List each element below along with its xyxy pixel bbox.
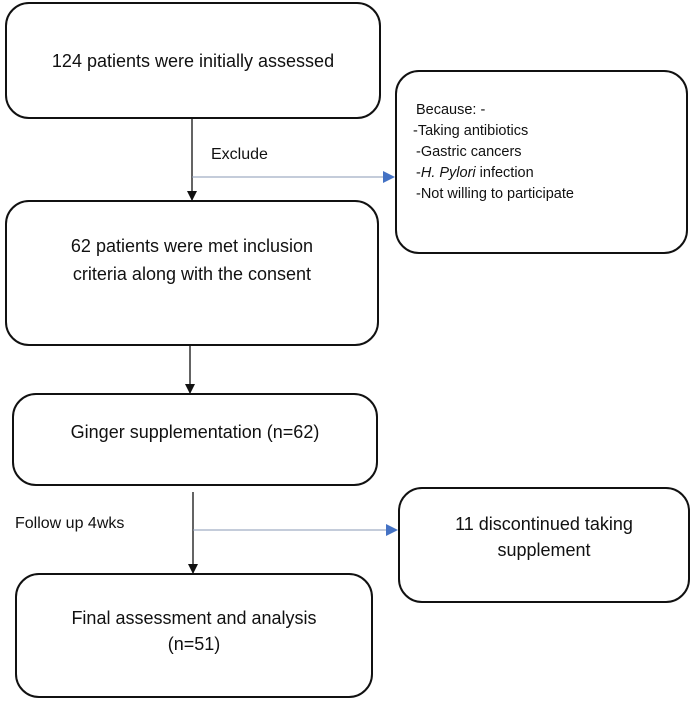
exclusion-reason: -Gastric cancers bbox=[416, 144, 522, 160]
exclusion-list: Because: - -Taking antibiotics -Gastric … bbox=[413, 100, 574, 205]
node-text: 11 discontinued taking bbox=[455, 514, 633, 534]
infection-text: infection bbox=[479, 165, 534, 181]
exclusion-reason: -Taking antibiotics bbox=[413, 123, 529, 139]
node-text: supplement bbox=[497, 540, 591, 560]
node-exclusion-reasons bbox=[395, 70, 688, 254]
node-text: criteria along with the consent bbox=[72, 264, 312, 284]
node-final: Final assessment and analysis (n=51) bbox=[15, 573, 373, 698]
hpylori-italic: H. Pylori bbox=[420, 165, 476, 181]
exclusion-reason: -H. Pylori infection bbox=[416, 163, 574, 184]
node-text: (n=51) bbox=[167, 634, 221, 654]
node-text: Ginger supplementation (n=62) bbox=[70, 422, 320, 442]
edge-label-follow-up: Follow up 4wks bbox=[15, 515, 125, 532]
node-text: 62 patients were met inclusion bbox=[70, 236, 314, 256]
node-assessed: 124 patients were initially assessed bbox=[5, 2, 381, 119]
node-text: Final assessment and analysis bbox=[71, 608, 317, 628]
dash: - bbox=[416, 165, 421, 181]
edge-label-exclude: Exclude bbox=[211, 146, 268, 163]
node-included: 62 patients were met inclusion criteria … bbox=[5, 200, 379, 346]
node-text: 124 patients were initially assessed bbox=[51, 50, 335, 71]
exclusion-reason: -Not willing to participate bbox=[416, 186, 574, 202]
node-ginger: Ginger supplementation (n=62) bbox=[12, 393, 378, 486]
node-discontinued: 11 discontinued taking supplement bbox=[398, 487, 690, 603]
exclusion-heading: Because: - bbox=[416, 102, 486, 118]
